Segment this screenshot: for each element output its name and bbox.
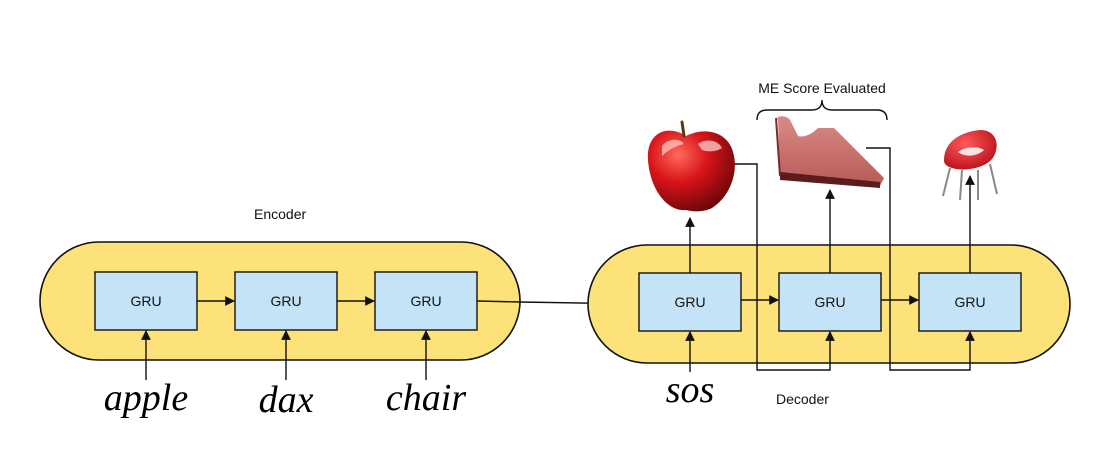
input-word-chair: chair xyxy=(386,377,466,419)
dax-object-image xyxy=(775,116,884,188)
decoder-gru-label: GRU xyxy=(814,294,845,310)
encoder-gru-cell xyxy=(374,271,478,331)
encoder-gru-cell xyxy=(94,271,198,331)
decoder-gru-label: GRU xyxy=(674,294,705,310)
encoder-gru-label: GRU xyxy=(130,293,161,309)
me-score-brace xyxy=(756,99,888,121)
apple-image xyxy=(647,120,735,212)
decoder-gru-cell xyxy=(778,272,882,332)
start-token-sos: sos xyxy=(666,369,715,411)
me-score-annotation: ME Score Evaluated xyxy=(758,80,886,96)
feedback-line-apple xyxy=(731,163,835,371)
encoder-label: Encoder xyxy=(254,206,306,222)
feedback-line-dax xyxy=(866,147,975,371)
encoder-gru-label: GRU xyxy=(410,293,441,309)
decoder-gru-cell xyxy=(918,272,1022,332)
encoder-gru-label: GRU xyxy=(270,293,301,309)
encoder-gru-cell xyxy=(234,271,338,331)
decoder-gru-label: GRU xyxy=(954,294,985,310)
input-word-apple: apple xyxy=(104,377,189,419)
input-word-dax: dax xyxy=(259,379,314,421)
chair-image xyxy=(942,130,998,201)
decoder-label: Decoder xyxy=(776,391,829,407)
